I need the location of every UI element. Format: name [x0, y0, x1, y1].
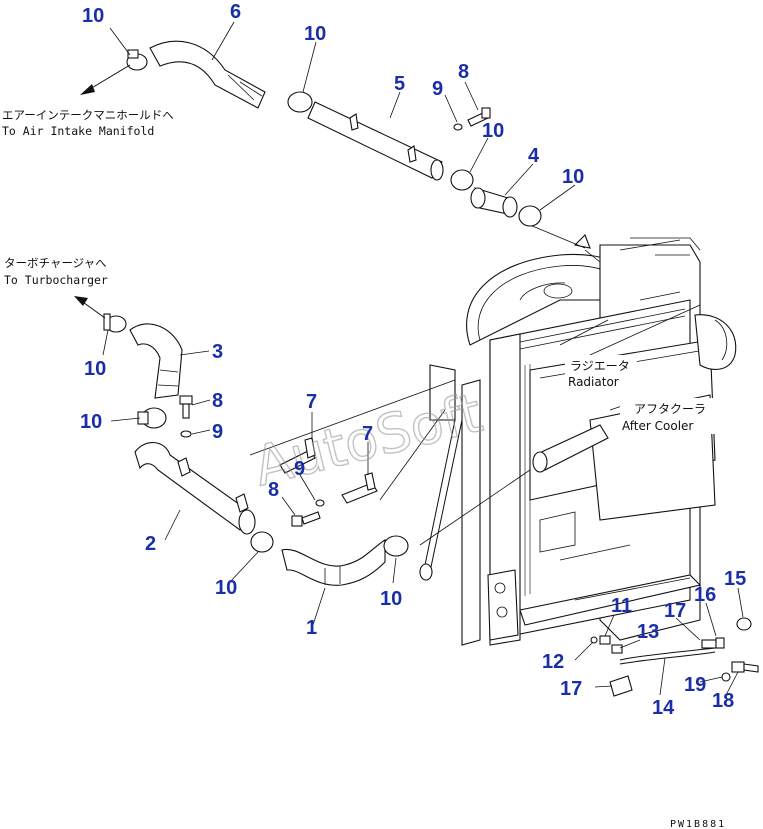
- part-1-hose: [281, 539, 386, 586]
- callout-10: 10: [82, 5, 104, 27]
- part-4-hose: [470, 187, 518, 218]
- callout-7: 7: [306, 391, 317, 413]
- callout-14: 14: [652, 697, 675, 719]
- hose-clamp-10a: [126, 49, 148, 71]
- hose-clamp-10b: [287, 91, 313, 113]
- hose-clamp-10h: [383, 535, 409, 557]
- intake-note-en: To Air Intake Manifold: [2, 124, 154, 138]
- aftercooler-label-en: After Cooler: [622, 419, 693, 433]
- callout-13: 13: [637, 621, 659, 643]
- hose-clamp-10e: [103, 313, 127, 333]
- callout-10: 10: [80, 411, 102, 433]
- callout-9: 9: [432, 78, 443, 100]
- part-3-hose: [129, 323, 183, 399]
- hose-clamp-10d: [518, 205, 542, 227]
- callout-1: 1: [306, 617, 317, 639]
- callout-11: 11: [611, 595, 632, 617]
- part-6-hose: [149, 40, 266, 109]
- callout-8: 8: [458, 61, 469, 83]
- callout-10: 10: [562, 166, 584, 188]
- callout-10: 10: [304, 23, 326, 45]
- bolt-8b: [179, 395, 193, 419]
- washer-9b: [180, 430, 192, 438]
- intake-note-jp: エアーインテークマニホールドへ: [2, 108, 174, 122]
- aftercooler-label-jp: アフタクーラ: [634, 402, 706, 416]
- turbo-note-en: To Turbocharger: [4, 273, 108, 287]
- callout-10: 10: [215, 577, 237, 599]
- component-tags: ラジエータ Radiator アフタクーラ After Cooler: [565, 355, 724, 434]
- turbo-note-jp: ターボチャージャへ: [4, 256, 107, 270]
- callout-17: 17: [560, 678, 582, 700]
- direction-arrows: [74, 64, 131, 319]
- callout-12: 12: [542, 651, 564, 673]
- callout-9: 9: [294, 458, 305, 480]
- callout-7: 7: [362, 423, 373, 445]
- callout-5: 5: [394, 73, 405, 95]
- bracket-7a: [279, 437, 316, 474]
- bolt-8c: [291, 511, 321, 527]
- callout-8: 8: [268, 479, 279, 501]
- part-2-pipe: [134, 442, 256, 535]
- drawing-code: PW1B881: [670, 819, 726, 829]
- bracket-7b: [341, 472, 378, 504]
- part-5-pipe: [307, 101, 444, 181]
- callout-3: 3: [212, 341, 223, 363]
- callout-10: 10: [380, 588, 402, 610]
- callout-9: 9: [212, 421, 223, 443]
- callout-8: 8: [212, 390, 223, 412]
- callout-18: 18: [712, 690, 734, 712]
- hose-clamp-10c: [450, 169, 474, 191]
- radiator-label-en: Radiator: [568, 375, 619, 389]
- hose-clamp-10f: [137, 407, 167, 429]
- callout-17: 17: [664, 600, 686, 622]
- callout-10: 10: [482, 120, 504, 142]
- callout-10: 10: [84, 358, 106, 380]
- callout-15: 15: [724, 568, 746, 590]
- callout-labels: 10 6 10 5 9 8 10 4 10 3 10 8 10 9 7 7 9 …: [80, 1, 746, 719]
- callout-19: 19: [684, 674, 706, 696]
- callout-6: 6: [230, 1, 241, 23]
- callout-4: 4: [528, 145, 540, 167]
- washer-9a: [453, 123, 463, 131]
- washer-9c: [315, 499, 325, 507]
- destination-notes: エアーインテークマニホールドへ To Air Intake Manifold タ…: [2, 108, 174, 287]
- callout-16: 16: [694, 584, 716, 606]
- hose-clamp-10g: [250, 531, 274, 553]
- drain-fittings: [590, 617, 759, 697]
- callout-2: 2: [145, 533, 156, 555]
- radiator-label-jp: ラジエータ: [570, 359, 630, 373]
- bolt-8a: [467, 107, 491, 127]
